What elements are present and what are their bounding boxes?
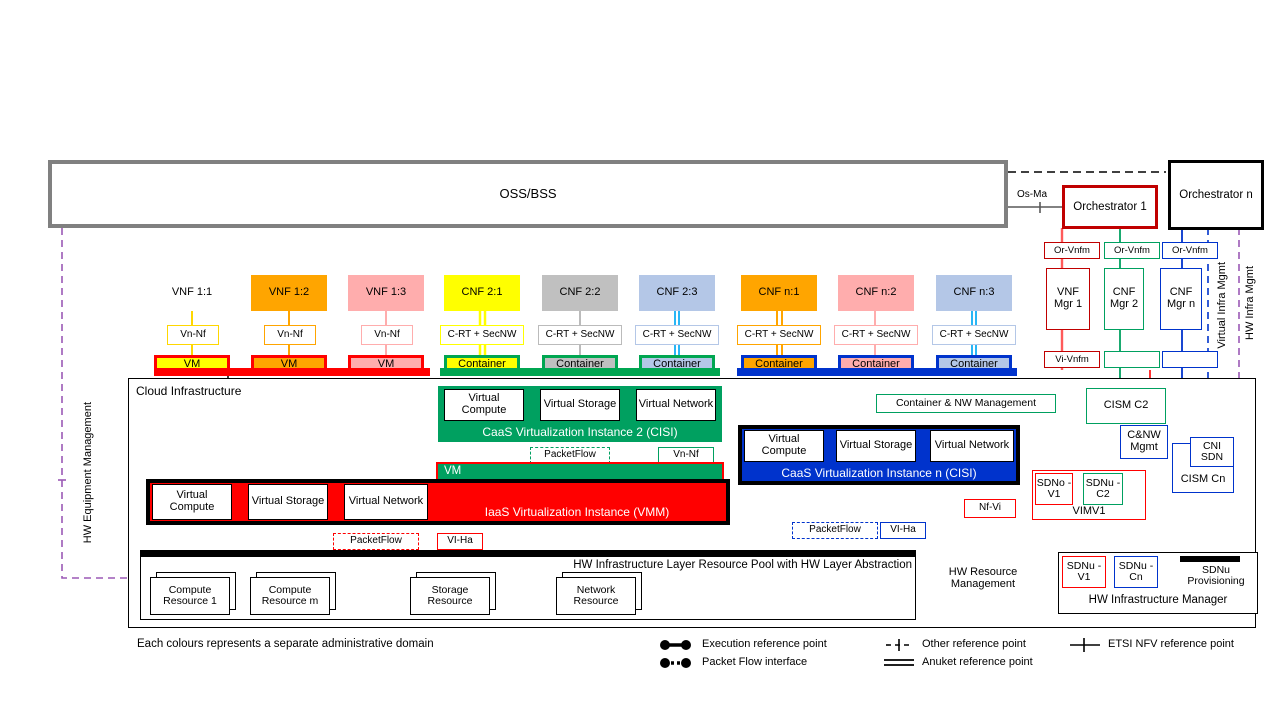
iaas-instance[interactable] [150,483,726,521]
cni-sdn-box[interactable]: CNI SDN [1190,437,1234,467]
oss-bss-box[interactable]: OSS/BSS [48,160,1008,228]
orchestrator-n-box[interactable]: Orchestrator n [1168,160,1264,230]
function-label-7: CNF n:2 [855,286,897,299]
refpoint-4: C-RT + SecNW [538,325,622,345]
cism-cn-label: CISM Cn [1180,473,1226,486]
legend-execution-label: Execution reference point [702,638,827,650]
orchestrator-1-label: Orchestrator 1 [1073,200,1147,213]
refpoint-vi-ha-red: VI-Ha [437,533,483,550]
refpoint-or-vnfm-red: Or-Vnfm [1044,242,1100,259]
refpoint-0: Vn-Nf [167,325,219,345]
hw-infrastructure-manager-label: HW Infrastructure Manager [1088,593,1228,606]
os-ma-label: Os-Ma [1008,188,1056,202]
iaas-virtual-compute[interactable]: Virtual Compute [152,484,232,520]
refpoint-green-blank [1104,351,1160,368]
network-resource[interactable]: Network Resource [556,577,636,615]
cnf-mgr-n-label: CNF Mgr n [1166,286,1196,310]
cnw-mgmt-box[interactable]: C&NW Mgmt [1120,425,1168,459]
sdnu-cn-box[interactable]: SDNu -Cn [1114,556,1158,588]
iaas-virtual-storage[interactable]: Virtual Storage [248,484,328,520]
refpoint-6: C-RT + SecNW [737,325,821,345]
function-box-7[interactable]: CNF n:2 [838,275,914,311]
anuket-bar [1180,556,1240,562]
oss-bss-label: OSS/BSS [499,186,557,202]
function-label-5: CNF 2:3 [656,286,698,299]
iaas-virtual-network[interactable]: Virtual Network [344,484,428,520]
sdnu-v1-box[interactable]: SDNu -V1 [1062,556,1106,588]
function-label-4: CNF 2:2 [559,286,601,299]
cnf-mgr-n-box[interactable]: CNF Mgr n [1160,268,1202,330]
function-label-1: VNF 1:2 [268,286,310,299]
iaas-rail [154,368,430,376]
refpoint-vi-vnfm: Vi-Vnfm [1044,351,1100,368]
function-box-6[interactable]: CNF n:1 [741,275,817,311]
function-label-0: VNF 1:1 [171,286,213,299]
cnf-mgr-2-label: CNF Mgr 2 [1109,286,1139,310]
refpoint-packetflow-blue: PacketFlow [792,522,878,539]
refpoint-8: C-RT + SecNW [932,325,1016,345]
caasn-title: CaaS Virtualization Instance n (CISI) [781,465,977,480]
function-box-5[interactable]: CNF 2:3 [639,275,715,311]
function-box-2[interactable]: VNF 1:3 [348,275,424,311]
vnf-mgr-1-box[interactable]: VNF Mgr 1 [1046,268,1090,330]
function-label-2: VNF 1:3 [365,286,407,299]
vnf-mgr-1-label: VNF Mgr 1 [1053,286,1083,310]
refpoint-nf-vi: Nf-Vi [964,499,1016,518]
hw-abstraction-bar [140,550,916,557]
caasn-virtual-compute[interactable]: Virtual Compute [744,430,824,462]
legend-anuket-label: Anuket reference point [922,656,1033,668]
refpoint-1: Vn-Nf [264,325,316,345]
vimv1-label: VIMV1 [1072,505,1106,518]
hw-resource-management-label: HW Resource Management [928,564,1038,594]
refpoint-5: C-RT + SecNW [635,325,719,345]
iaas-title: IaaS Virtualization Instance (VMM) [484,504,670,519]
refpoint-blue-blank [1162,351,1218,368]
hw-pool-title: HW Infrastructure Layer Resource Pool wi… [573,559,912,571]
footer-note: Each colours represents a separate admin… [137,638,434,650]
refpoint-vi-ha-blue: VI-Ha [880,522,926,539]
caasn-virtual-storage[interactable]: Virtual Storage [836,430,916,462]
sdnu-c2-box[interactable]: SDNu -C2 [1083,473,1123,505]
hw-infra-mgmt-label: HW Infra Mgmt [1244,266,1256,340]
hw-equipment-management-label: HW Equipment Management [82,402,94,544]
compute-resource-1[interactable]: Compute Resource 1 [150,577,230,615]
caas2-rail [440,368,720,376]
caasn-rail [737,368,1017,376]
compute-resource-m[interactable]: Compute Resource m [250,577,330,615]
function-box-4[interactable]: CNF 2:2 [542,275,618,311]
cnf-mgr-2-box[interactable]: CNF Mgr 2 [1104,268,1144,330]
legend-packetflow-label: Packet Flow interface [702,656,808,668]
vm-green-label: VM [444,465,462,477]
sdno-v1-box[interactable]: SDNo -V1 [1035,473,1073,505]
refpoint-7: C-RT + SecNW [834,325,918,345]
cism-c2-box[interactable]: CISM C2 [1086,388,1166,424]
legend-other-label: Other reference point [922,638,1026,650]
refpoint-or-vnfm-green: Or-Vnfm [1104,242,1160,259]
caas2-virtual-storage[interactable]: Virtual Storage [540,389,620,421]
function-label-8: CNF n:3 [953,286,995,299]
refpoint-2: Vn-Nf [361,325,413,345]
container-nw-management-box[interactable]: Container & NW Management [876,394,1056,413]
legend-etsi-label: ETSI NFV reference point [1108,638,1234,650]
cloud-infrastructure-label: Cloud Infrastructure [136,384,242,398]
caas2-title: CaaS Virtualization Instance 2 (CISI) [482,424,678,439]
caasn-virtual-network[interactable]: Virtual Network [930,430,1014,462]
caas2-virtual-compute[interactable]: Virtual Compute [444,389,524,421]
function-box-0[interactable]: VNF 1:1 [154,275,230,311]
function-label-3: CNF 2:1 [461,286,503,299]
sdnu-provisioning-label: SDNu Provisioning [1187,563,1245,587]
function-box-3[interactable]: CNF 2:1 [444,275,520,311]
virtual-infra-mgmt-label: Virtual Infra Mgmt [1216,262,1228,349]
orchestrator-n-label: Orchestrator n [1179,188,1253,201]
storage-resource[interactable]: Storage Resource [410,577,490,615]
orchestrator-1-box[interactable]: Orchestrator 1 [1062,185,1158,229]
function-box-8[interactable]: CNF n:3 [936,275,1012,311]
refpoint-or-vnfm-blue: Or-Vnfm [1162,242,1218,259]
function-label-6: CNF n:1 [758,286,800,299]
function-box-1[interactable]: VNF 1:2 [251,275,327,311]
refpoint-packetflow-red: PacketFlow [333,533,419,550]
refpoint-3: C-RT + SecNW [440,325,524,345]
caas2-virtual-network[interactable]: Virtual Network [636,389,716,421]
